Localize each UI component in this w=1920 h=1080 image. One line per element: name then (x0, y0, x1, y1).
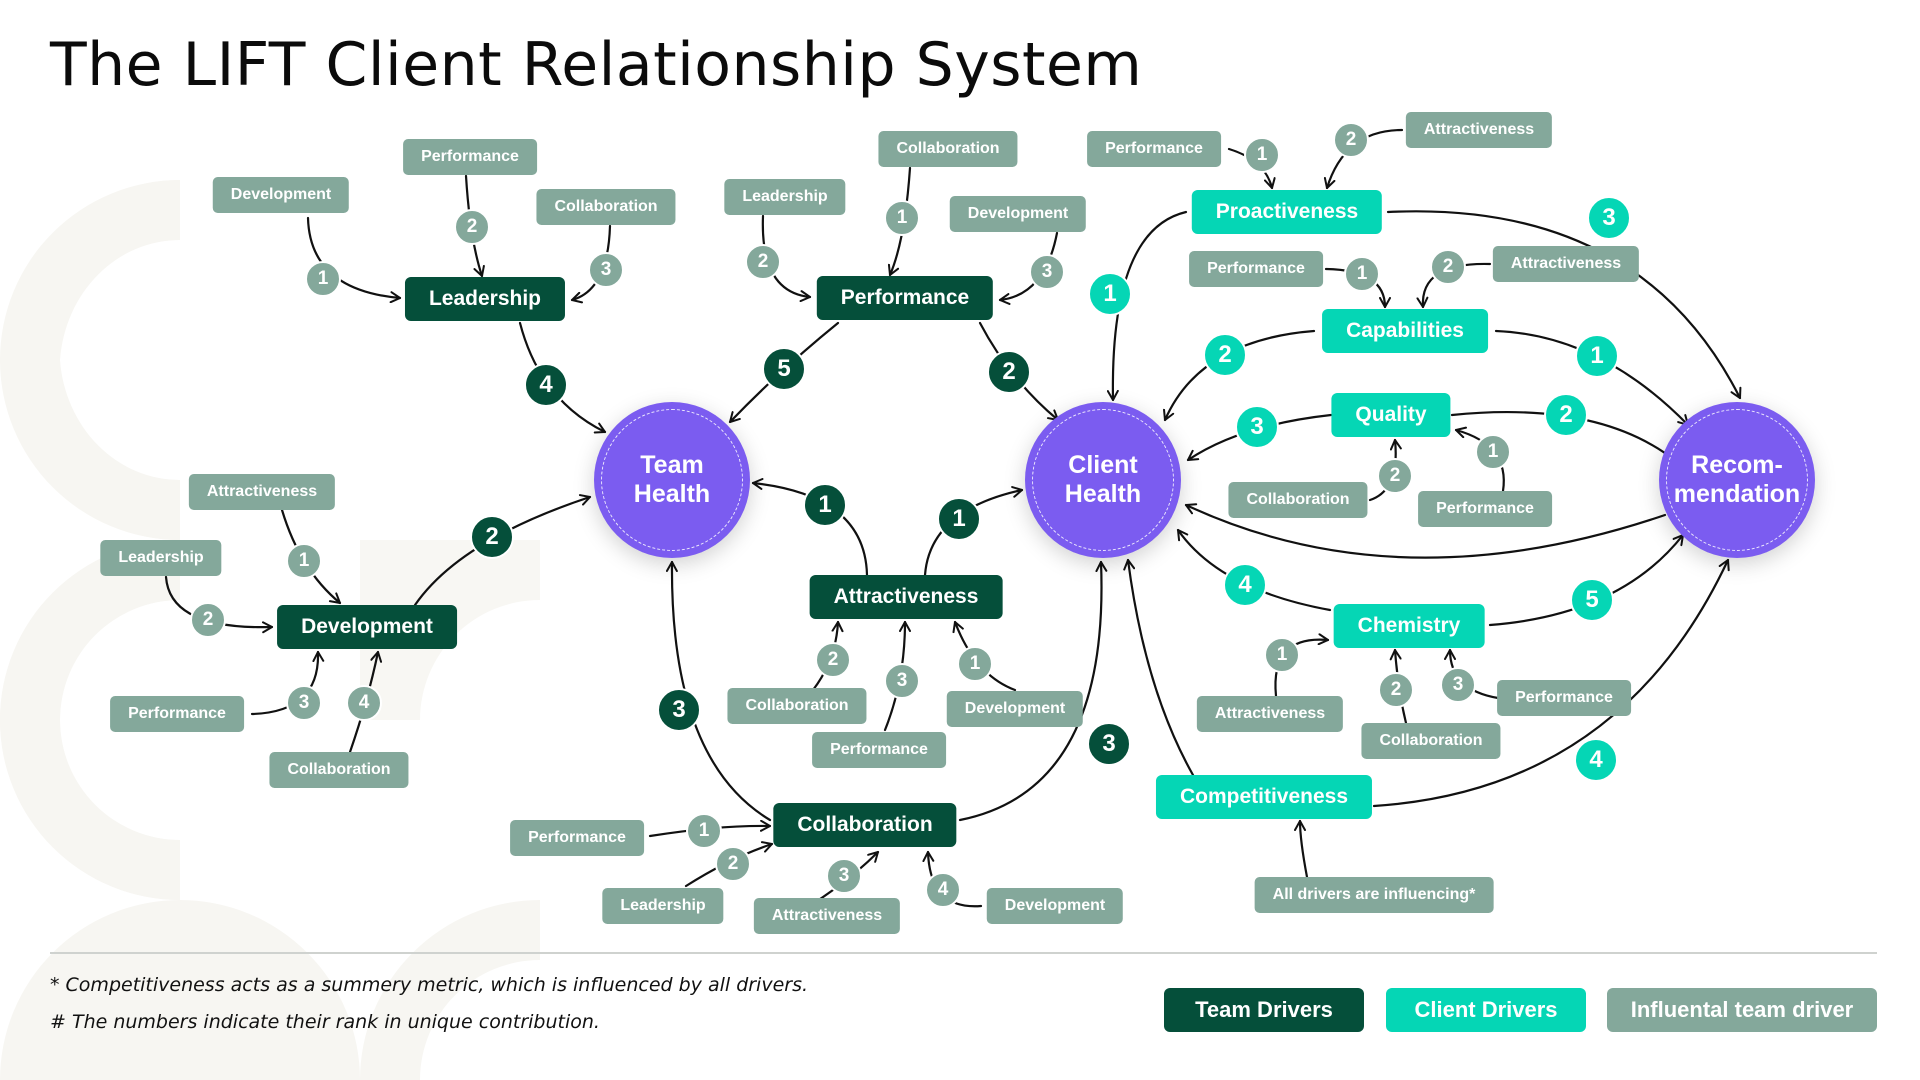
rank-badge: 2 (1203, 333, 1247, 377)
rank-badge: 1 (1475, 434, 1511, 470)
rank-badge: 3 (884, 663, 920, 699)
influencer-coll-lead[interactable]: Leadership (602, 888, 724, 924)
legend-team-drivers: Team Drivers (1164, 988, 1364, 1032)
rank-badge: 4 (346, 685, 382, 721)
team-driver-performance[interactable]: Performance (816, 276, 994, 320)
rank-badge: 2 (190, 602, 226, 638)
influencer-attr-perf[interactable]: Performance (812, 732, 946, 768)
influencer-lead-perf[interactable]: Performance (403, 139, 537, 175)
influencer-coll-perf[interactable]: Performance (510, 820, 644, 856)
rank-badge: 2 (470, 515, 514, 559)
rank-badge: 1 (286, 543, 322, 579)
influencer-chem-perf[interactable]: Performance (1497, 680, 1631, 716)
influencer-attr-dev[interactable]: Development (946, 691, 1084, 727)
influencer-cap-perf[interactable]: Performance (1189, 251, 1323, 287)
influencer-cap-attr[interactable]: Attractiveness (1492, 246, 1640, 282)
client-driver-competitiveness[interactable]: Competitiveness (1155, 775, 1373, 819)
influencer-pro-perf[interactable]: Performance (1087, 131, 1221, 167)
client-driver-proactiveness[interactable]: Proactiveness (1191, 190, 1383, 234)
influencer-dev-coll[interactable]: Collaboration (269, 752, 409, 788)
influencer-perf-dev[interactable]: Development (949, 196, 1087, 232)
rank-badge: 3 (657, 688, 701, 732)
rank-badge: 2 (1544, 393, 1588, 437)
influencer-dev-lead[interactable]: Leadership (100, 540, 222, 576)
footnote-rank: # The numbers indicate their rank in uni… (50, 1011, 600, 1033)
rank-badge: 2 (815, 642, 851, 678)
influencer-comp-all[interactable]: All drivers are influencing* (1254, 877, 1494, 913)
rank-badge: 3 (1235, 405, 1279, 449)
team-driver-attractiveness[interactable]: Attractiveness (809, 575, 1003, 619)
rank-badge: 1 (305, 261, 341, 297)
influencer-coll-dev[interactable]: Development (986, 888, 1124, 924)
rank-badge: 3 (1587, 196, 1631, 240)
legend-client-drivers: Client Drivers (1386, 988, 1586, 1032)
rank-badge: 5 (1570, 578, 1614, 622)
rank-badge: 2 (745, 244, 781, 280)
rank-badge: 1 (803, 483, 847, 527)
rank-badge: 3 (1029, 254, 1065, 290)
rank-badge: 2 (454, 209, 490, 245)
influencer-qual-coll[interactable]: Collaboration (1228, 482, 1368, 518)
rank-badge: 3 (588, 252, 624, 288)
rank-badge: 4 (1574, 738, 1618, 782)
influencer-lead-coll[interactable]: Collaboration (536, 189, 676, 225)
rank-badge: 2 (1377, 458, 1413, 494)
influencer-dev-attr[interactable]: Attractiveness (188, 474, 336, 510)
influencer-chem-coll[interactable]: Collaboration (1361, 723, 1501, 759)
influencer-attr-coll[interactable]: Collaboration (727, 688, 867, 724)
footer-divider (50, 952, 1877, 954)
rank-badge: 2 (1378, 672, 1414, 708)
bg-shape-bottom-quarter (360, 900, 540, 1080)
influencer-qual-perf[interactable]: Performance (1418, 491, 1552, 527)
influencer-lead-dev[interactable]: Development (212, 177, 350, 213)
rank-badge: 2 (1430, 249, 1466, 285)
rank-badge: 1 (957, 646, 993, 682)
influencer-chem-attr[interactable]: Attractiveness (1196, 696, 1344, 732)
team-driver-leadership[interactable]: Leadership (404, 277, 566, 321)
rank-badge: 2 (715, 846, 751, 882)
rank-badge: 1 (1575, 334, 1619, 378)
page-title: The LIFT Client Relationship System (50, 30, 1143, 100)
legend-influential-driver: Influental team driver (1607, 988, 1877, 1032)
rank-badge: 4 (524, 363, 568, 407)
rank-badge: 3 (1087, 722, 1131, 766)
rank-badge: 2 (987, 350, 1031, 394)
footnote-competitiveness: * Competitiveness acts as a summery metr… (50, 974, 809, 996)
hub-label: Team Health (633, 451, 711, 508)
hub-label: Client Health (1064, 451, 1142, 508)
bg-shape-mid-left (0, 540, 180, 900)
influencer-perf-coll[interactable]: Collaboration (878, 131, 1018, 167)
influencer-pro-attr[interactable]: Attractiveness (1405, 112, 1553, 148)
rank-badge: 1 (937, 497, 981, 541)
hub-recommendation[interactable]: Recom- mendation (1659, 402, 1815, 558)
bg-shape-left-arc (0, 179, 180, 541)
rank-badge: 3 (286, 685, 322, 721)
client-driver-capabilities[interactable]: Capabilities (1322, 309, 1488, 353)
rank-badge: 5 (762, 347, 806, 391)
rank-badge: 1 (884, 200, 920, 236)
rank-badge: 4 (1223, 563, 1267, 607)
rank-badge: 1 (1264, 637, 1300, 673)
team-driver-development[interactable]: Development (277, 605, 457, 649)
client-driver-chemistry[interactable]: Chemistry (1333, 604, 1485, 648)
influencer-dev-perf[interactable]: Performance (110, 696, 244, 732)
hub-label: Recom- mendation (1673, 451, 1801, 508)
rank-badge: 2 (1333, 122, 1369, 158)
rank-badge: 1 (1244, 137, 1280, 173)
rank-badge: 1 (686, 813, 722, 849)
rank-badge: 1 (1344, 256, 1380, 292)
rank-badge: 4 (925, 872, 961, 908)
influencer-perf-lead[interactable]: Leadership (724, 179, 846, 215)
rank-badge: 3 (826, 858, 862, 894)
client-driver-quality[interactable]: Quality (1331, 393, 1451, 437)
hub-client-health[interactable]: Client Health (1025, 402, 1181, 558)
bg-shape-bottom-arc (0, 900, 360, 1080)
team-driver-collaboration[interactable]: Collaboration (773, 803, 957, 847)
rank-badge: 3 (1440, 667, 1476, 703)
rank-badge: 1 (1088, 272, 1132, 316)
hub-team-health[interactable]: Team Health (594, 402, 750, 558)
influencer-coll-attr[interactable]: Attractiveness (753, 898, 901, 934)
